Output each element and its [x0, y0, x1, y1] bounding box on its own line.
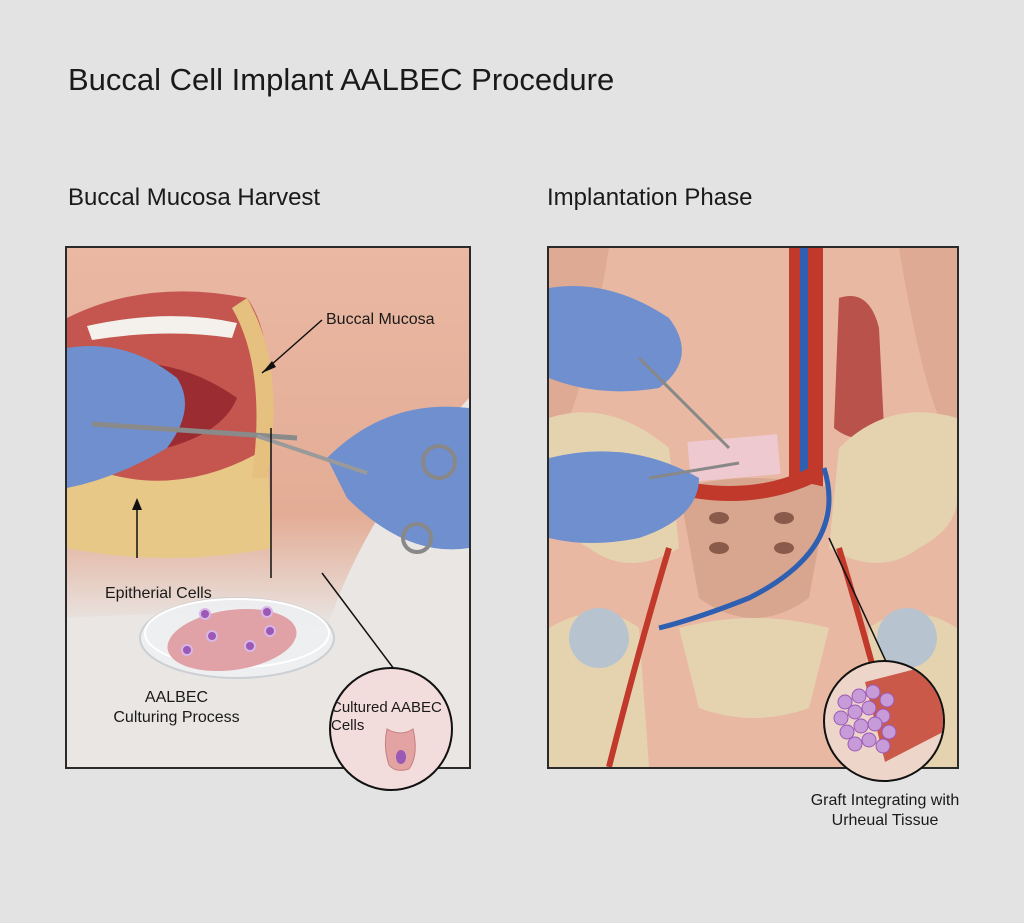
buccal-harvest-illustration — [65, 246, 471, 769]
right-panel-heading: Implantation Phase — [547, 184, 753, 211]
inset-label-line1: Cultured AABEC — [331, 699, 442, 716]
graft-inset — [823, 660, 945, 782]
buccal-mucosa-label: Buccal Mucosa — [326, 311, 435, 328]
page-title: Buccal Cell Implant AALBEC Procedure — [68, 62, 615, 97]
inset-label-line2: Cells — [331, 717, 365, 734]
culturing-label-line2: Culturing Process — [113, 709, 240, 726]
graft-label-line2: Urheual Tissue — [831, 812, 939, 829]
graft-label-line1: Graft Integrating with — [810, 792, 960, 809]
culturing-label-line1: AALBEC — [144, 689, 209, 706]
left-panel-heading: Buccal Mucosa Harvest — [68, 184, 321, 211]
graft-cells-icon — [833, 662, 943, 762]
epithelial-cells-label: Epitherial Cells — [105, 585, 212, 602]
cultured-cells-inset: Cultured AABEC Cells — [329, 667, 453, 791]
culturing-process-label: AALBEC Culturing Process — [104, 688, 249, 728]
cell-icon — [384, 728, 416, 771]
graft-integration-label: Graft Integrating with Urheual Tissue — [780, 791, 990, 831]
